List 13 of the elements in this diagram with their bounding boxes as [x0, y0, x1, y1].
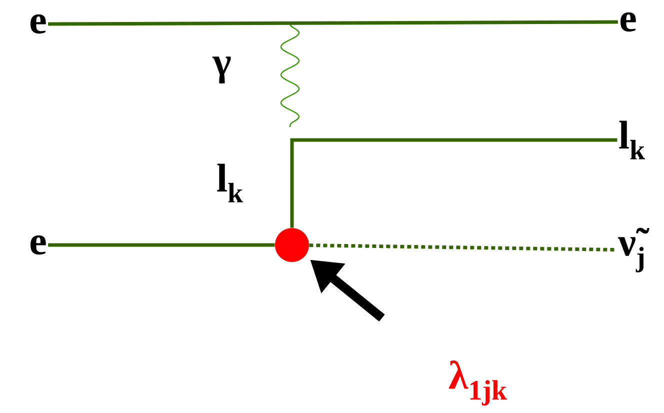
- particle-label: γ: [212, 56, 231, 84]
- particle-label: l$_{k}$: [619, 120, 646, 160]
- particle-line: [48, 243, 275, 247]
- particle-line: [290, 138, 618, 228]
- edge-label: l$_{k}$: [217, 164, 244, 202]
- particle-label: ν̃$_{j}$: [618, 228, 650, 272]
- particle-line: [48, 20, 618, 26]
- particle-label: λ$_{1jk}$: [448, 360, 507, 406]
- vertex-dot: [275, 228, 309, 262]
- particle-label: e: [620, 12, 636, 32]
- particle-label: e: [30, 235, 46, 255]
- particle-label: e: [30, 14, 46, 34]
- dashed-line: [309, 244, 617, 252]
